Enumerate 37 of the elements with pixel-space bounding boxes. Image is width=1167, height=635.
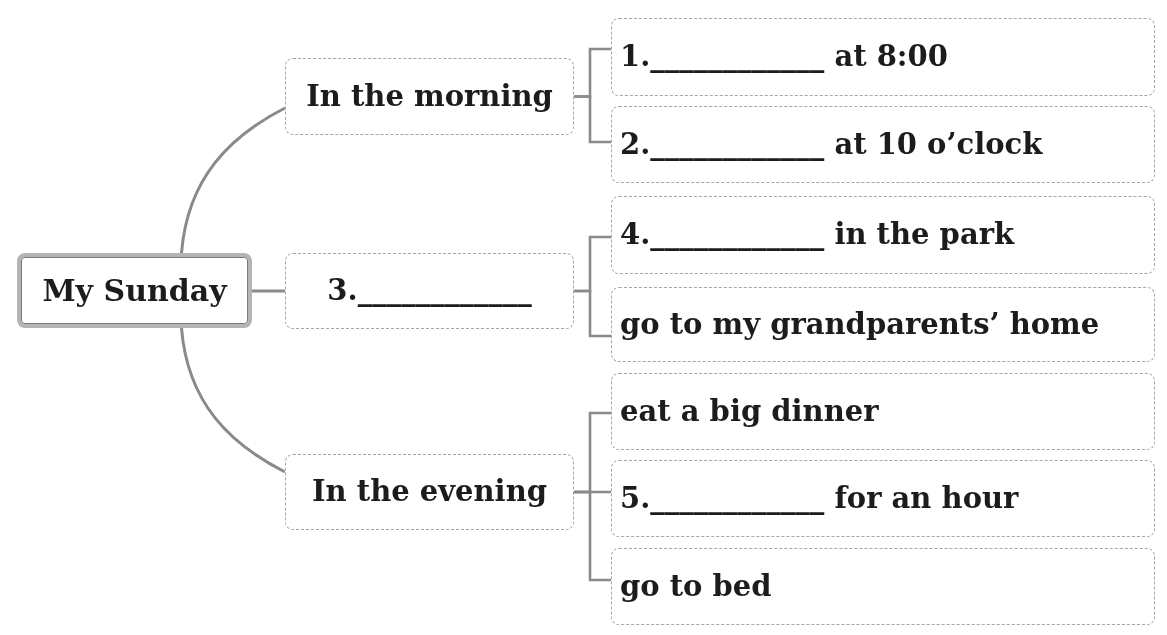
item-number: 2. (620, 126, 651, 161)
connector-line (180, 106, 286, 254)
item-number: 3. (327, 273, 358, 308)
activity-box (611, 18, 1155, 96)
activity-text: at 10 o’clock (833, 126, 1043, 161)
branch-box (285, 253, 574, 329)
fill-in-line: ____________ (650, 217, 825, 252)
activity-box (611, 287, 1155, 362)
topic-label: My Sunday (42, 272, 227, 310)
activity-box (611, 460, 1155, 537)
activity-text: go to my grandparents’ home (620, 305, 1100, 343)
activity-text: at 8:00 (833, 39, 948, 74)
item-number: 5. (620, 480, 651, 515)
activity-box (611, 196, 1155, 274)
fill-in-line: ____________ (357, 273, 532, 308)
branch-label: In the morning (306, 77, 553, 115)
connector-line (574, 289, 611, 338)
activity-box (611, 106, 1155, 183)
activity-box (611, 548, 1155, 625)
branch-box (285, 454, 574, 530)
item-number: 1. (620, 39, 651, 74)
connector-line (180, 327, 286, 474)
fill-in-line: ____________ (650, 480, 825, 515)
branch-box (285, 58, 574, 135)
fill-in-line: ____________ (650, 126, 825, 161)
branch-label: In the evening (312, 473, 547, 511)
activity-text: eat a big dinner (620, 392, 879, 430)
topic-box (17, 253, 252, 328)
fill-in-line: ____________ (650, 39, 825, 74)
activity-text: for an hour (833, 480, 1019, 515)
connector-line (252, 289, 285, 293)
connector-line (574, 95, 611, 144)
connector-line (574, 490, 611, 582)
activity-text: in the park (833, 217, 1015, 252)
item-number: 4. (620, 217, 651, 252)
activity-text: go to bed (620, 567, 772, 605)
activity-box (611, 373, 1155, 450)
